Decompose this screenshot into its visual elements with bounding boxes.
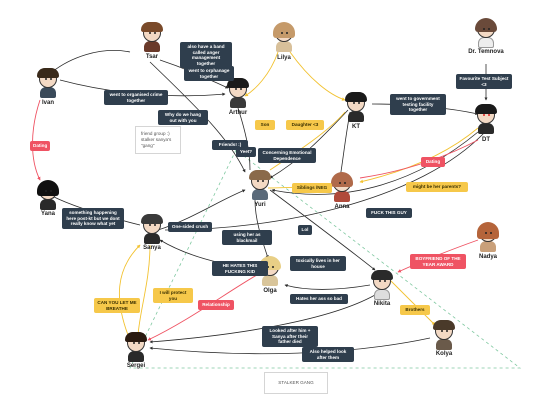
- name-ivan: Ivan: [41, 100, 54, 106]
- line-dt-kt-dating: [359, 139, 479, 179]
- line-sanya-sergei: [136, 244, 151, 336]
- label-gov-facility: went to government testing facility toge…: [390, 94, 446, 115]
- label-brothers: Brothers: [400, 305, 430, 315]
- label-daughter: Daughter <3: [286, 120, 324, 130]
- name-dr-temnova: Dr. Temnova: [468, 49, 504, 55]
- line-arthur-yuri: [237, 107, 251, 171]
- line-sanya-yuri: [157, 189, 246, 231]
- avatar-dt: [474, 104, 498, 134]
- line-sergei-sanya: [119, 244, 141, 336]
- name-arthur: Arthur: [228, 110, 248, 116]
- label-parents: might be her parents?: [406, 182, 468, 192]
- label-let-me-breathe: CAN YOU LET ME BREATHE: [94, 298, 140, 314]
- avatar-yana: [36, 180, 60, 210]
- line-tsar-yuri: [149, 61, 246, 173]
- avatar-kolya: [432, 320, 456, 350]
- name-tsar: Tsar: [145, 54, 159, 60]
- avatar-tsar: [140, 22, 164, 52]
- line-nikita-olga: [284, 284, 371, 290]
- name-sergei: Sergei: [126, 363, 146, 369]
- line-kolya-sergei: [149, 337, 431, 355]
- label-protect: I will protect you: [153, 288, 193, 304]
- avatar-sergei: [124, 332, 148, 362]
- line-yuri-nikita: [269, 189, 376, 271]
- avatar-sanya: [140, 214, 164, 244]
- label-lol: Lol: [298, 225, 312, 235]
- name-anna: Anna: [334, 204, 350, 210]
- avatar-lilya: [272, 22, 296, 52]
- label-dating-kt-dt: Dating: [421, 157, 445, 167]
- name-yuri: Yuri: [254, 202, 266, 208]
- avatar-nadya: [476, 222, 500, 252]
- note-friend-group: friend group :) stalker sanya's "gang": [135, 126, 181, 154]
- avatar-arthur: [226, 78, 250, 108]
- name-yana: Yana: [40, 211, 55, 217]
- label-toxically: toxically lives in her house: [290, 256, 346, 272]
- name-dt: DT: [482, 137, 490, 143]
- label-fuck-this-guy: FUCK THIS GUY: [366, 208, 412, 218]
- avatar-yuri: [248, 170, 272, 200]
- label-son: Son: [255, 120, 275, 130]
- name-nadya: Nadya: [478, 254, 497, 260]
- name-sanya: Sanya: [143, 245, 161, 251]
- label-boyfriend-award: BOYFRIEND OF THE YEAR AWARD: [410, 254, 466, 270]
- label-blackmail: using her as blackmail: [222, 230, 272, 246]
- name-nikita: Nikita: [373, 301, 391, 307]
- name-kolya: Kolya: [435, 351, 453, 357]
- line-kt-emotional: [269, 111, 346, 171]
- label-yeet: Yeet?: [236, 147, 256, 157]
- label-relationship: Relationship: [198, 300, 234, 310]
- label-hates-ass: Hates her ass so bad: [290, 294, 348, 304]
- line-dt-anna: [359, 127, 479, 184]
- stalker-gang-boundary: [129, 149, 522, 369]
- avatar-ivan: [36, 68, 60, 98]
- line-dt-yuri: [271, 131, 479, 195]
- label-favourite-subject: Favourite Test Subject <3: [456, 74, 512, 90]
- avatar-dr-temnova: [474, 18, 498, 48]
- name-olga: Olga: [263, 288, 277, 294]
- line-tsar-ivan: [51, 50, 131, 73]
- name-lilya: Lilya: [277, 55, 291, 61]
- note-stalker-gang: STALKER GANG: [264, 372, 328, 394]
- line-lilya-arthur: [244, 51, 279, 97]
- label-orphanage: went to orphanage together: [184, 66, 234, 82]
- label-siblings: Siblings /NEG: [292, 183, 332, 193]
- line-lilya-kt: [289, 51, 346, 101]
- label-friends: Friends! :): [212, 140, 248, 150]
- avatar-nikita: [370, 270, 394, 300]
- name-kt: KT: [352, 124, 360, 130]
- label-dating-ivan-yana: Dating: [30, 141, 50, 151]
- label-looked-after: Looked after him + Sanya after their fat…: [262, 326, 318, 347]
- label-hang-out: Why do we hang out with you: [158, 110, 208, 126]
- label-hates-kid: HE HATES THIS FUCKING KID: [212, 261, 268, 277]
- line-nikita-sergei: [149, 294, 376, 344]
- avatar-anna: [330, 172, 354, 202]
- line-yuri-olga: [254, 199, 269, 259]
- label-crush: One-sided crush: [168, 222, 212, 232]
- line-ivan-yana: [32, 99, 41, 181]
- label-crime: went to organised crime together: [104, 90, 168, 106]
- label-something-happening: something happening here post-kt but we …: [62, 208, 124, 229]
- label-band: also have a band called anger management…: [180, 42, 232, 69]
- label-helped: Also helped look after them: [302, 347, 354, 363]
- avatar-kt: [344, 92, 368, 122]
- label-emotional-dependence: Concerning Emotional Dependence: [258, 148, 316, 164]
